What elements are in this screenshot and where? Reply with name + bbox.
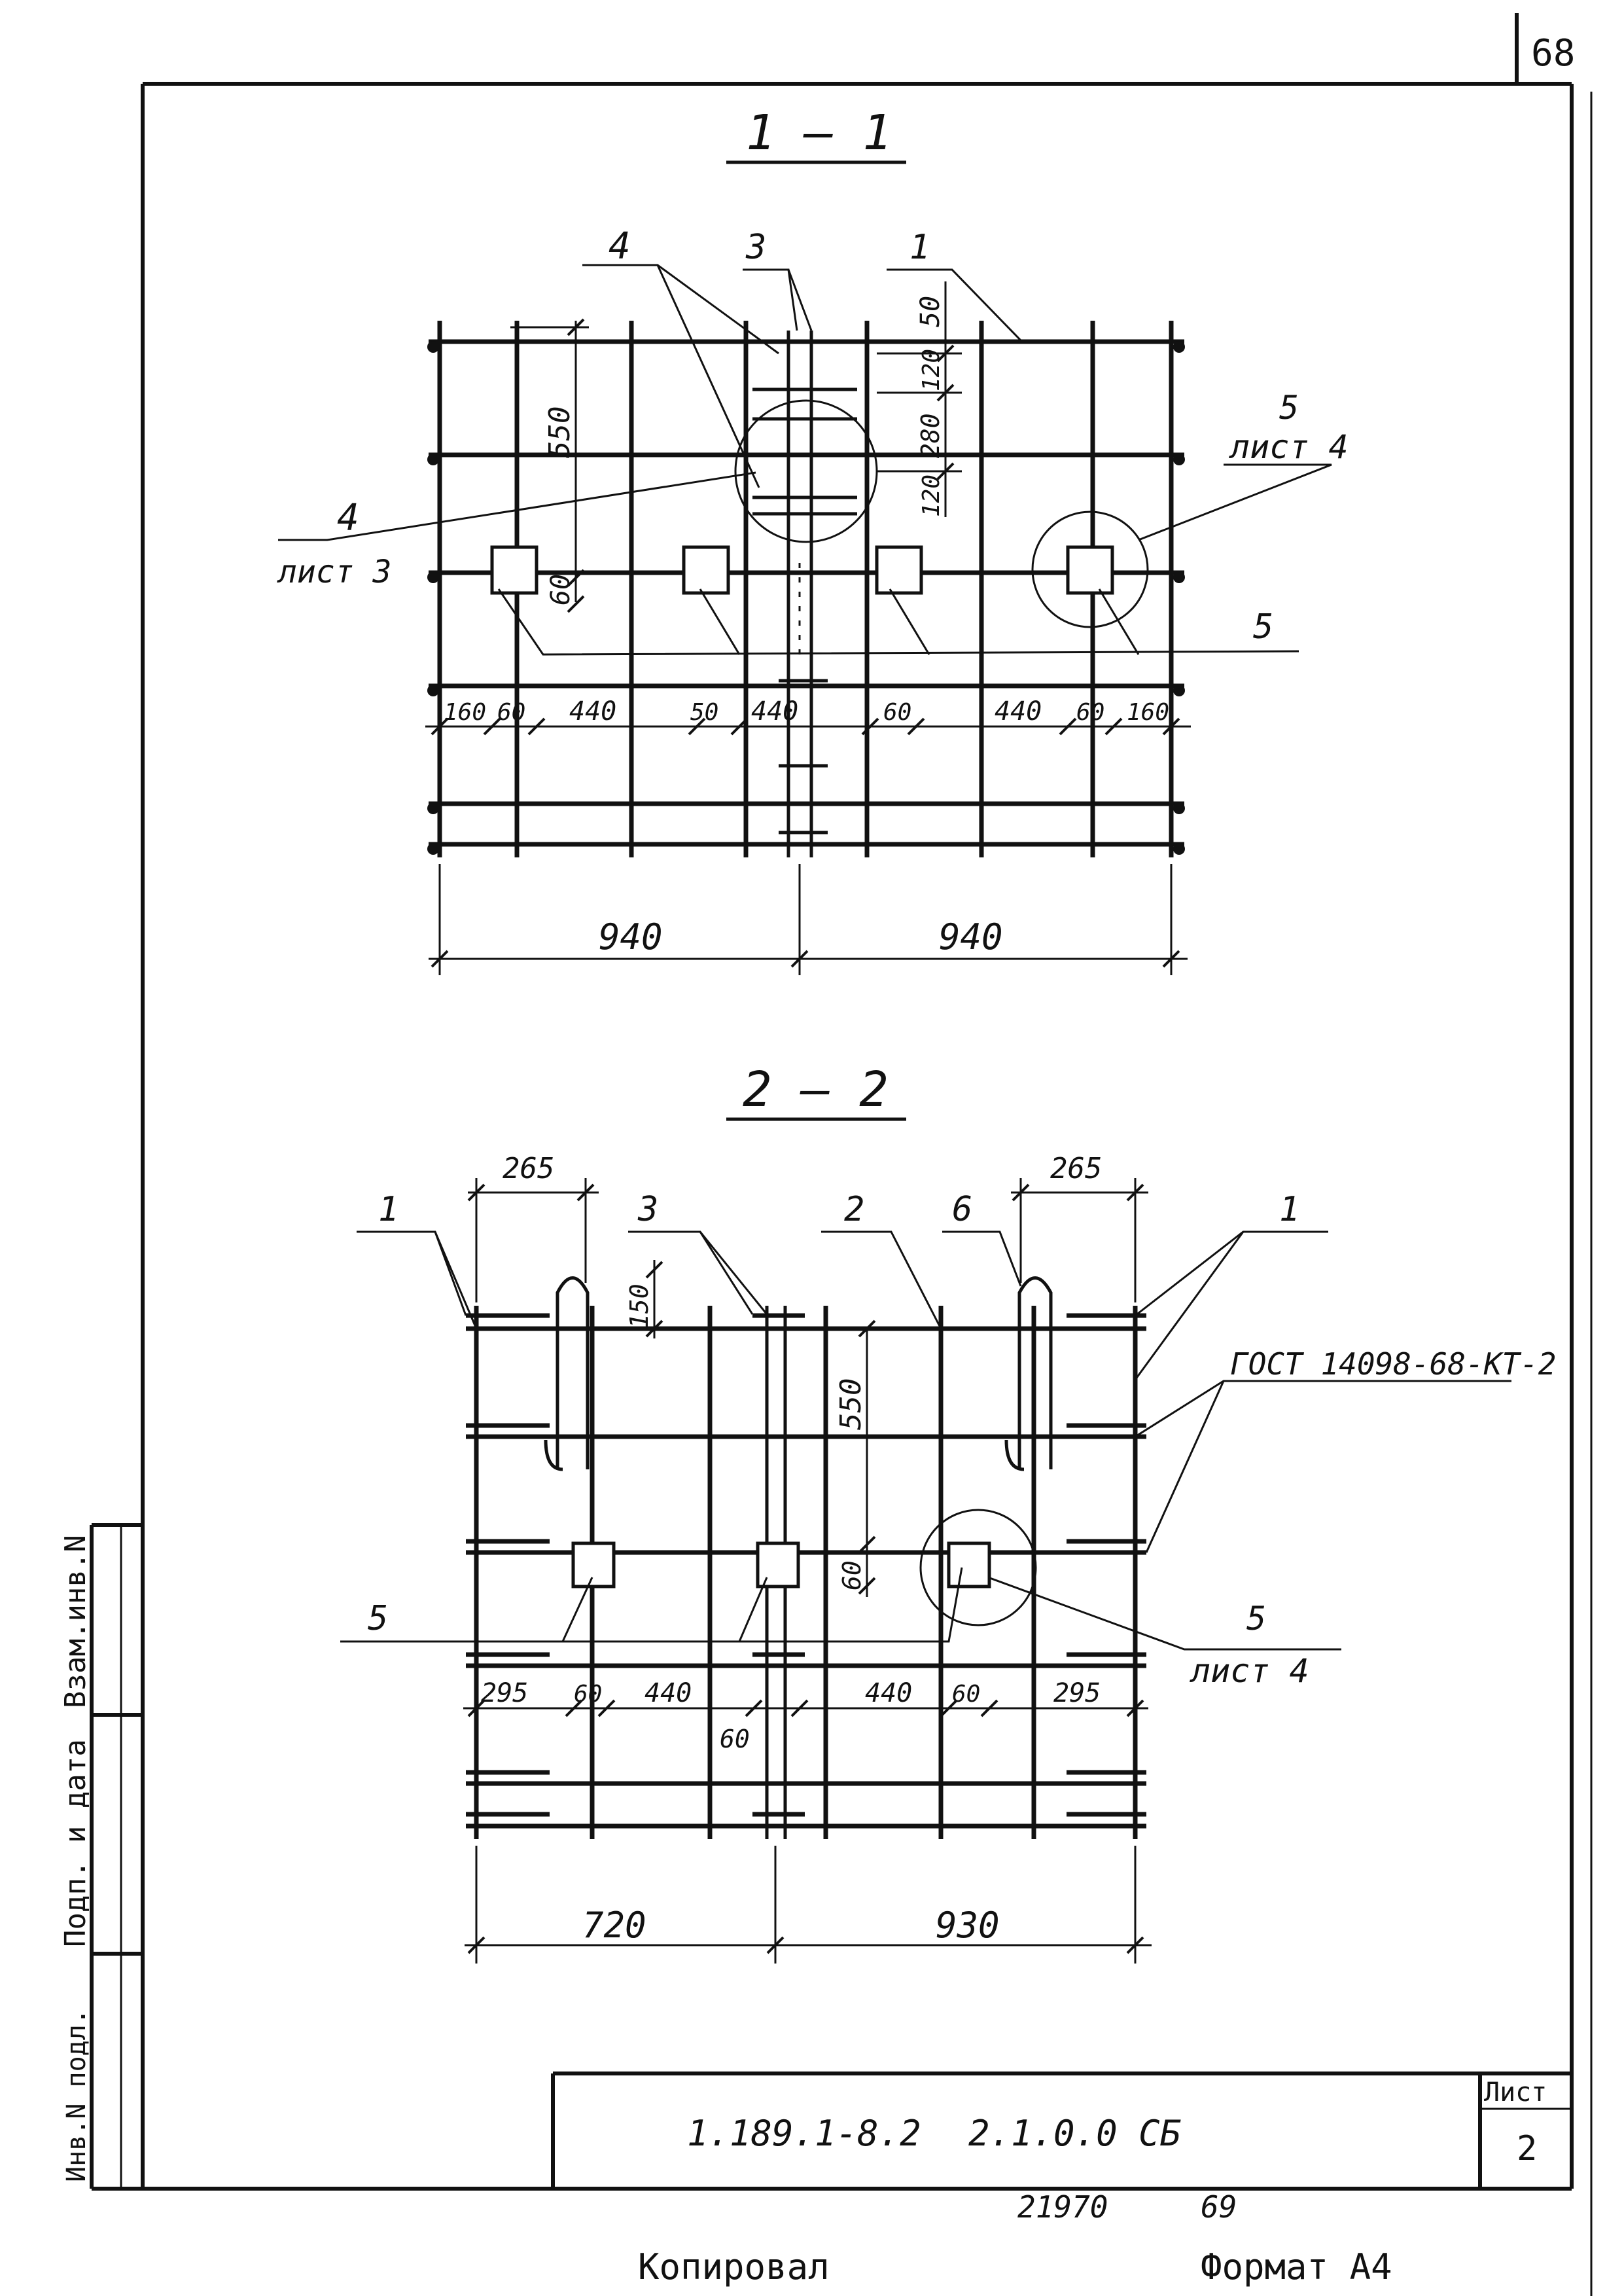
copied-by: Копировал	[638, 2246, 830, 2287]
side-label-inv-podl: Инв.N подл.	[62, 2009, 92, 2182]
s2-dim-150: 150	[625, 1283, 654, 1329]
s1-mark-3: 3	[745, 228, 766, 267]
s1-sheet-ref-3: лист 3	[277, 554, 391, 590]
section-1-mesh	[427, 321, 1185, 857]
s1-dim-60v: 60	[546, 574, 576, 605]
s2-gost-ref: ГОСТ 14098-68-КТ-2	[1230, 1346, 1557, 1382]
archive-number: 21970	[1017, 2189, 1108, 2225]
s1-dim-50: 50	[915, 296, 945, 327]
drawing-code: 2.1.0.0 СБ	[968, 2113, 1181, 2154]
s1-dim-60a: 60	[497, 699, 525, 726]
s1-dim-160l: 160	[444, 699, 486, 726]
side-label-vzam-inv: Взам.инв.N	[59, 1535, 92, 1708]
s2-sheet-ref-4: лист 4	[1190, 1652, 1309, 1690]
s2-dim-265-left: 265	[503, 1152, 554, 1185]
s2-dim-265-right: 265	[1050, 1152, 1102, 1185]
s1-dim-160r: 160	[1127, 699, 1169, 726]
section-1-dimensions	[425, 281, 1191, 975]
s2-dim-930: 930	[936, 1905, 1000, 1946]
archive-page: 69	[1201, 2189, 1237, 2225]
s1-dim-120a: 120	[918, 349, 945, 391]
section-1-title-text: 1 — 1	[746, 105, 892, 161]
s1-dim-120b: 120	[918, 475, 945, 517]
section-2-dimensions	[463, 1178, 1152, 1964]
sheet-format: Формат А4	[1201, 2246, 1392, 2287]
s1-mark-5: 5	[1253, 607, 1273, 647]
s1-mark-5-ref: 5	[1279, 389, 1299, 427]
section-2-mesh	[466, 1276, 1146, 1839]
s1-mark-4-ref: 4	[337, 497, 359, 539]
s1-dim-440c: 440	[995, 696, 1042, 726]
section-1-leaders	[278, 264, 1332, 656]
s2-dim-60c: 60	[952, 1681, 980, 1708]
s2-dim-440a: 440	[644, 1678, 692, 1708]
sheet-label: Лист	[1484, 2077, 1547, 2108]
s1-dim-440a: 440	[569, 696, 616, 726]
s1-mark-4: 4	[609, 225, 631, 268]
s1-sheet-ref-4: лист 4	[1229, 428, 1349, 466]
s2-mark-5-left: 5	[368, 1599, 388, 1638]
s1-dim-440b: 440	[751, 696, 798, 726]
s1-dim-60b: 60	[883, 699, 911, 726]
s1-mark-1: 1	[909, 228, 930, 267]
sheet-number: 2	[1517, 2129, 1537, 2168]
s2-dim-440b: 440	[865, 1678, 912, 1708]
s2-dim-720: 720	[582, 1905, 646, 1946]
s1-dim-60c: 60	[1076, 699, 1104, 726]
s1-dim-280: 280	[916, 413, 945, 458]
side-panel	[90, 1523, 145, 2191]
s2-mark-3: 3	[637, 1190, 658, 1229]
section-2-leaders	[340, 1230, 1511, 1651]
s2-dim-60v: 60	[838, 1560, 866, 1590]
s1-dim-550: 550	[543, 406, 576, 458]
side-label-podp-data: Подп. и дата	[59, 1739, 92, 1947]
corner-number: 68	[1531, 32, 1575, 75]
s2-dim-295-right: 295	[1053, 1678, 1101, 1708]
s1-dim-940l: 940	[599, 916, 663, 958]
s2-dim-60a: 60	[574, 1681, 602, 1708]
document-code: 1.189.1-8.2	[687, 2113, 921, 2154]
s2-mark-5-ref: 5	[1246, 1600, 1266, 1638]
section-2-title: 2 — 2	[726, 1062, 906, 1121]
s2-dim-550: 550	[834, 1378, 868, 1430]
section-1-title: 1 — 1	[726, 105, 906, 164]
s2-mark-1-right: 1	[1279, 1190, 1299, 1229]
s2-dim-60b: 60	[720, 1725, 750, 1753]
s1-dim-940r: 940	[939, 916, 1003, 958]
s2-dim-295-left: 295	[481, 1678, 528, 1708]
s2-mark-2: 2	[844, 1190, 864, 1229]
section-2-title-text: 2 — 2	[743, 1062, 889, 1118]
s1-dim-50h: 50	[690, 699, 718, 726]
s2-mark-1-left: 1	[378, 1190, 398, 1229]
title-block	[551, 2072, 1572, 2189]
s2-mark-6: 6	[952, 1190, 972, 1229]
